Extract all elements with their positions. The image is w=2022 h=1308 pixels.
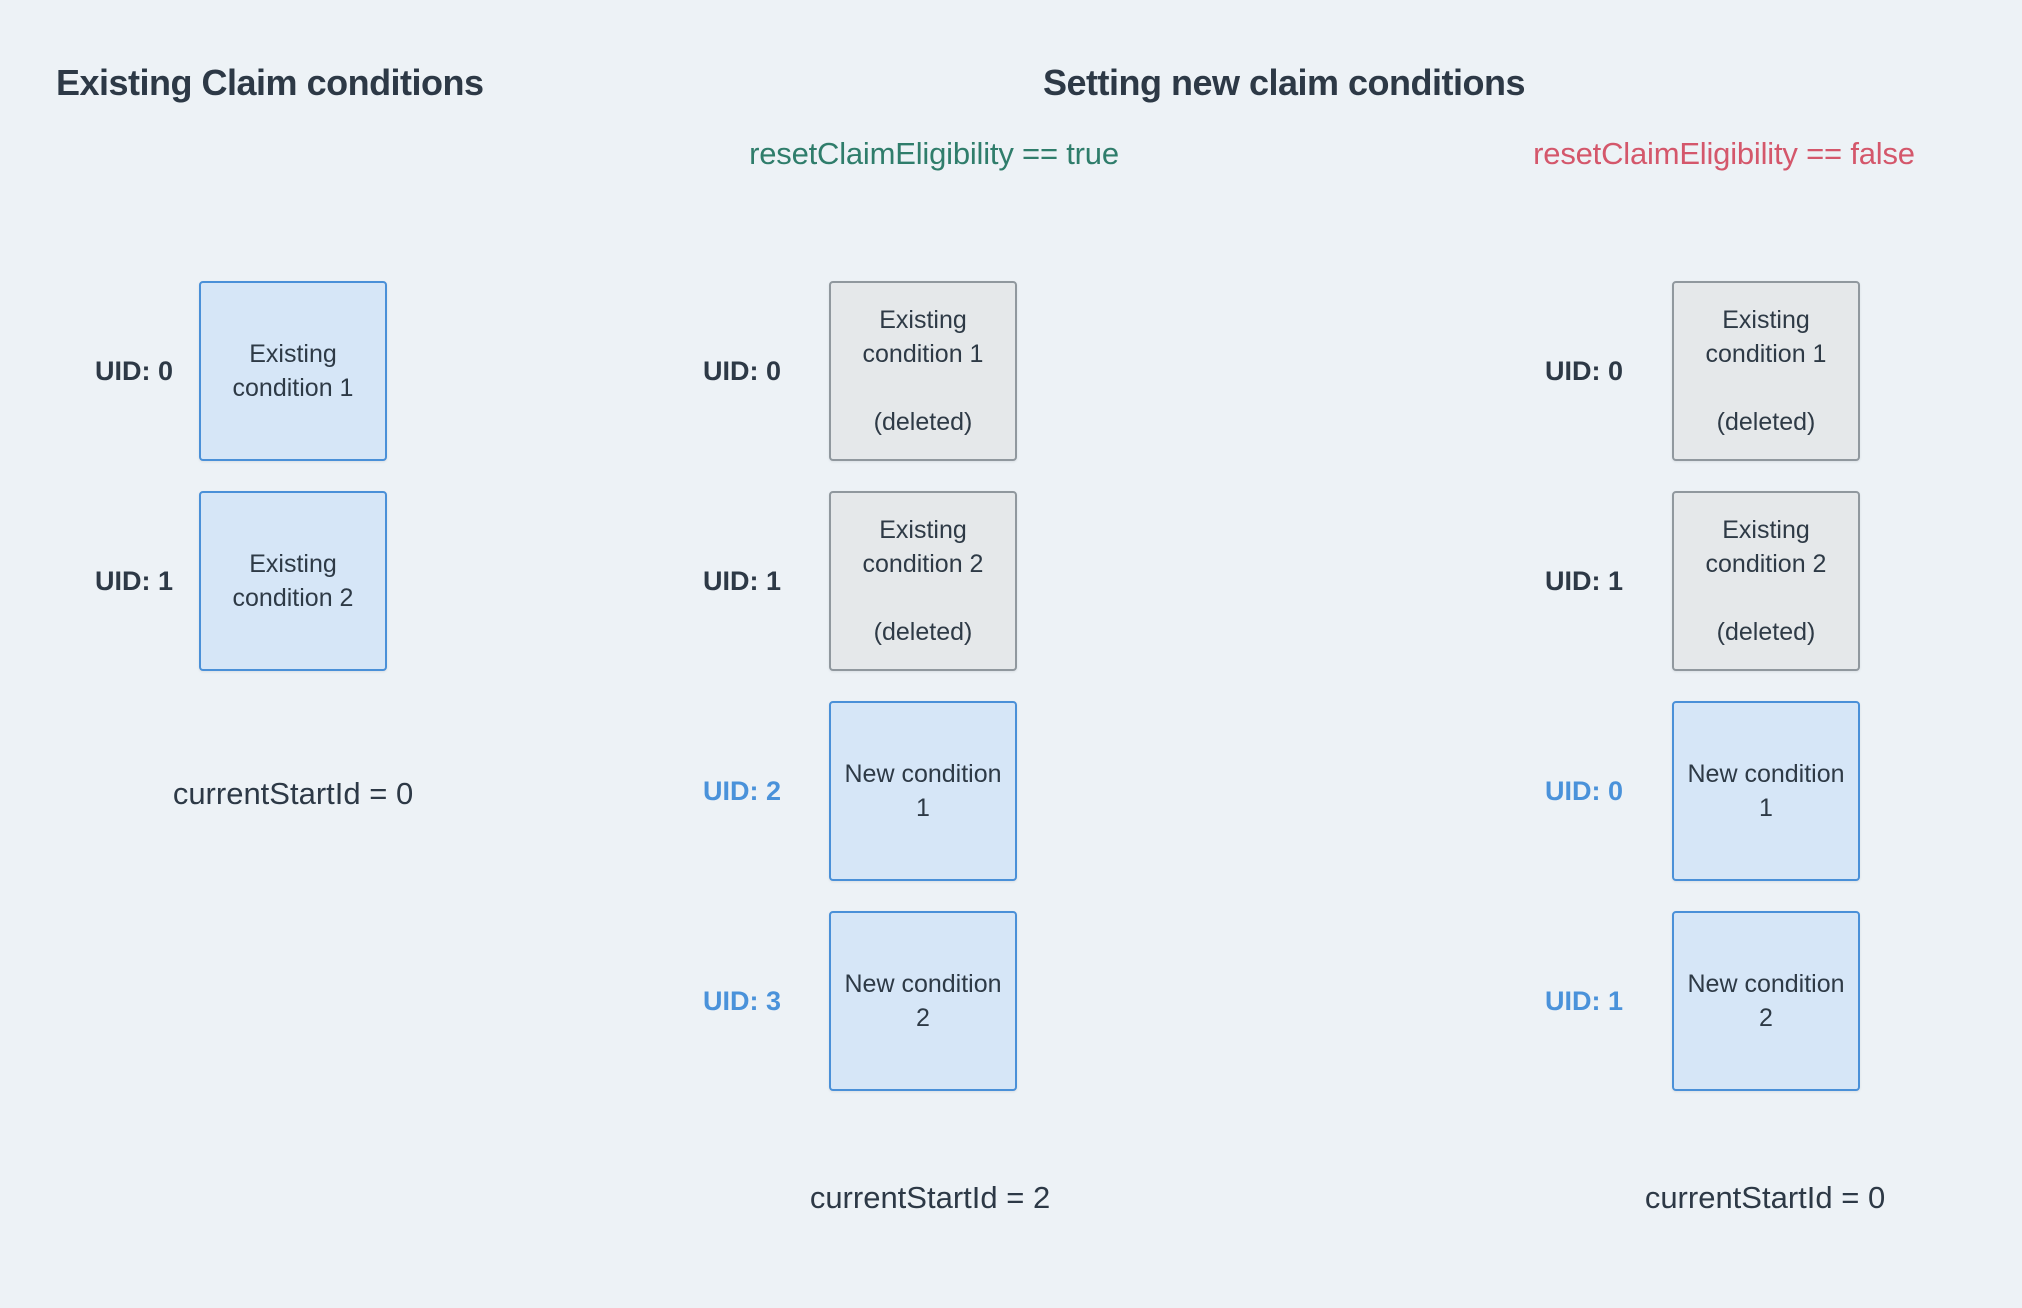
reset-eligibility-false-label: resetClaimEligibility == false xyxy=(1533,136,1915,171)
uid-label: UID: 1 xyxy=(1545,985,1624,1016)
condition-box-label: New condition 1 xyxy=(1687,760,1845,822)
deleted-label: (deleted) xyxy=(1716,408,1816,436)
uid-label: UID: 1 xyxy=(1545,565,1624,596)
condition-box: New condition 1 xyxy=(829,701,1017,881)
condition-box-label: Existing condition 1 xyxy=(862,306,984,368)
existing-claim-conditions-title: Existing Claim conditions xyxy=(56,62,484,103)
condition-box: Existing condition 1 (deleted) xyxy=(829,281,1017,461)
uid-label: UID: 0 xyxy=(1545,355,1624,386)
current-start-id-label: currentStartId = 0 xyxy=(1644,1180,1886,1215)
deleted-label: (deleted) xyxy=(1716,618,1816,646)
condition-box-label: New condition 2 xyxy=(1687,970,1845,1032)
condition-box-label: Existing condition 2 xyxy=(232,550,354,612)
condition-box-label: Existing condition 1 xyxy=(232,340,354,402)
condition-box: New condition 1 xyxy=(1672,701,1860,881)
current-start-id-label: currentStartId = 0 xyxy=(172,776,414,811)
reset-eligibility-true-label: resetClaimEligibility == true xyxy=(749,136,1119,171)
condition-box: Existing condition 1 xyxy=(199,281,387,461)
uid-label: UID: 1 xyxy=(703,565,782,596)
condition-box: Existing condition 2 (deleted) xyxy=(829,491,1017,671)
deleted-label: (deleted) xyxy=(873,408,973,436)
uid-label: UID: 2 xyxy=(703,775,782,806)
uid-label: UID: 3 xyxy=(703,985,782,1016)
condition-box-label: Existing condition 2 xyxy=(862,516,984,578)
uid-label: UID: 0 xyxy=(95,355,174,386)
condition-box-label: Existing condition 2 xyxy=(1705,516,1827,578)
current-start-id-label: currentStartId = 2 xyxy=(809,1180,1051,1215)
condition-box: New condition 2 xyxy=(1672,911,1860,1091)
uid-label: UID: 1 xyxy=(95,565,174,596)
setting-new-claim-conditions-title: Setting new claim conditions xyxy=(1042,62,1526,103)
condition-box: New condition 2 xyxy=(829,911,1017,1091)
condition-box: Existing condition 2 xyxy=(199,491,387,671)
condition-box-label: New condition 2 xyxy=(844,970,1002,1032)
uid-label: UID: 0 xyxy=(703,355,782,386)
condition-box: Existing condition 2 (deleted) xyxy=(1672,491,1860,671)
condition-box: Existing condition 1 (deleted) xyxy=(1672,281,1860,461)
deleted-label: (deleted) xyxy=(873,618,973,646)
uid-label: UID: 0 xyxy=(1545,775,1624,806)
condition-box-label: Existing condition 1 xyxy=(1705,306,1827,368)
condition-box-label: New condition 1 xyxy=(844,760,1002,822)
